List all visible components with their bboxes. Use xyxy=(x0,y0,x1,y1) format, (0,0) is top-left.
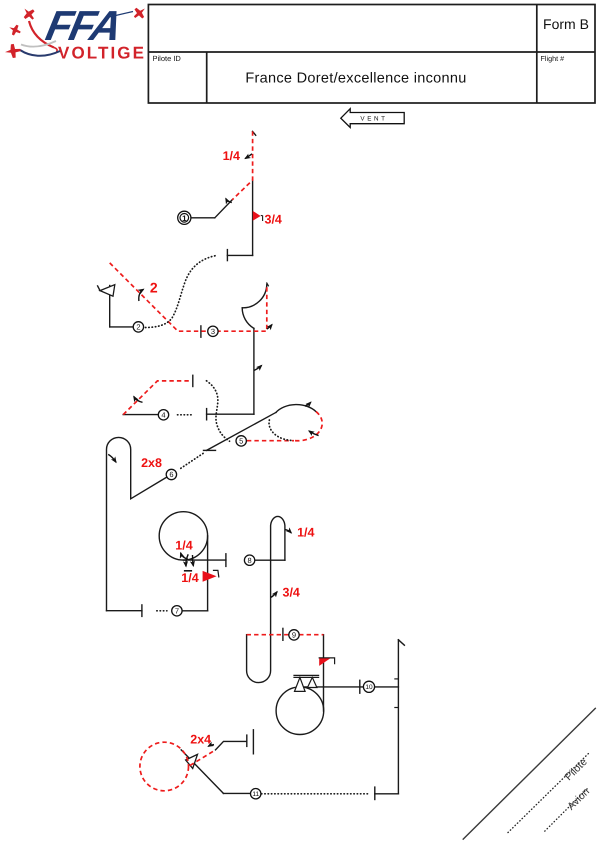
svg-text:2: 2 xyxy=(150,280,158,296)
svg-text:5: 5 xyxy=(239,437,243,446)
svg-text:11: 11 xyxy=(252,791,259,798)
svg-text:3: 3 xyxy=(211,327,215,336)
svg-text:VOLTIGE: VOLTIGE xyxy=(58,44,146,63)
svg-text:4: 4 xyxy=(161,411,165,420)
svg-text:1: 1 xyxy=(182,214,187,223)
svg-text:1/4: 1/4 xyxy=(175,538,192,552)
svg-text:Flight #: Flight # xyxy=(541,54,565,63)
svg-text:8: 8 xyxy=(248,556,252,565)
svg-text:Pilote ID: Pilote ID xyxy=(153,54,182,63)
svg-text:VENT: VENT xyxy=(360,116,387,123)
svg-text:9: 9 xyxy=(292,631,296,640)
svg-text:France Doret/excellence inconn: France Doret/excellence inconnu xyxy=(245,71,466,87)
svg-text:3/4: 3/4 xyxy=(283,586,300,600)
svg-text:2x4: 2x4 xyxy=(190,733,211,747)
svg-text:Form B: Form B xyxy=(543,16,589,32)
svg-text:6: 6 xyxy=(169,470,173,479)
svg-text:1/4: 1/4 xyxy=(181,571,198,585)
svg-text:1/4: 1/4 xyxy=(297,526,314,540)
svg-text:2x8: 2x8 xyxy=(141,456,162,470)
svg-text:2: 2 xyxy=(136,323,140,332)
svg-text:1/4: 1/4 xyxy=(223,149,240,163)
svg-text:7: 7 xyxy=(175,607,179,616)
svg-text:3/4: 3/4 xyxy=(265,213,282,227)
svg-text:10: 10 xyxy=(365,684,373,691)
